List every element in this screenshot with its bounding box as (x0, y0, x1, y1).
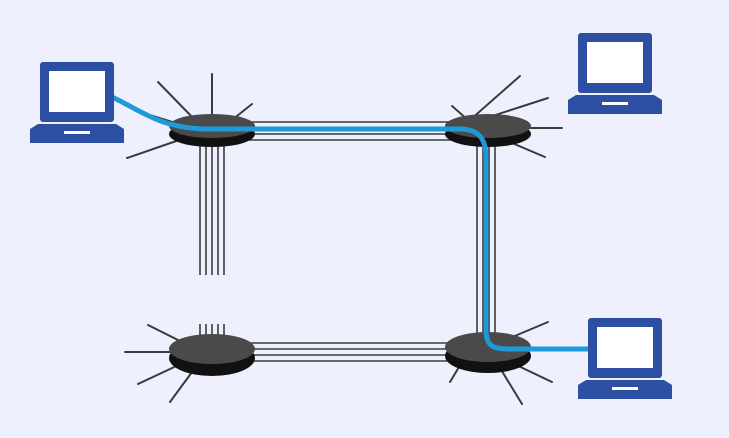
link-bottom (245, 342, 455, 362)
laptop-icon (568, 33, 662, 114)
laptop-top-right (568, 33, 662, 114)
highlighted-path (109, 94, 591, 352)
link-left-vertical (199, 145, 225, 275)
laptop-bottom-right (578, 318, 672, 399)
laptop-icon (578, 318, 672, 399)
link-right-vertical (476, 145, 496, 338)
laptop-icon (30, 62, 124, 143)
router-icon (169, 334, 255, 376)
laptop-left (30, 62, 124, 143)
router-bottom-left (169, 334, 255, 376)
